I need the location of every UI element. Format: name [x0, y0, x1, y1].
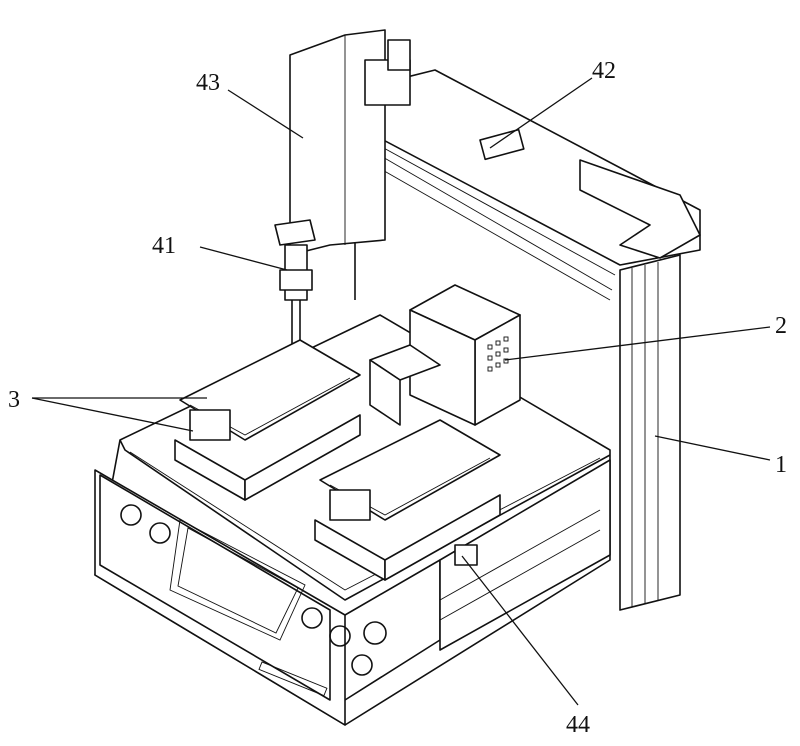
label-44: 44	[566, 712, 590, 738]
leader-lines	[31, 77, 771, 706]
label-42: 42	[592, 58, 616, 84]
label-41: 41	[152, 233, 176, 259]
screwdriver-head	[274, 219, 316, 345]
button-1	[120, 504, 142, 526]
gantry	[289, 29, 701, 611]
button-2	[149, 522, 171, 544]
label-2: 2	[775, 313, 787, 339]
label-43: 43	[196, 70, 220, 96]
button-5	[363, 621, 387, 645]
button-6	[351, 654, 373, 676]
screw-feeder	[369, 284, 521, 426]
touch-screen	[169, 519, 306, 641]
control-panel	[99, 474, 387, 701]
fixtures	[174, 339, 501, 581]
label-3: 3	[8, 387, 20, 413]
button-4	[329, 625, 351, 647]
button-3	[301, 607, 323, 629]
sensor-44	[454, 544, 478, 566]
label-1: 1	[775, 452, 787, 478]
